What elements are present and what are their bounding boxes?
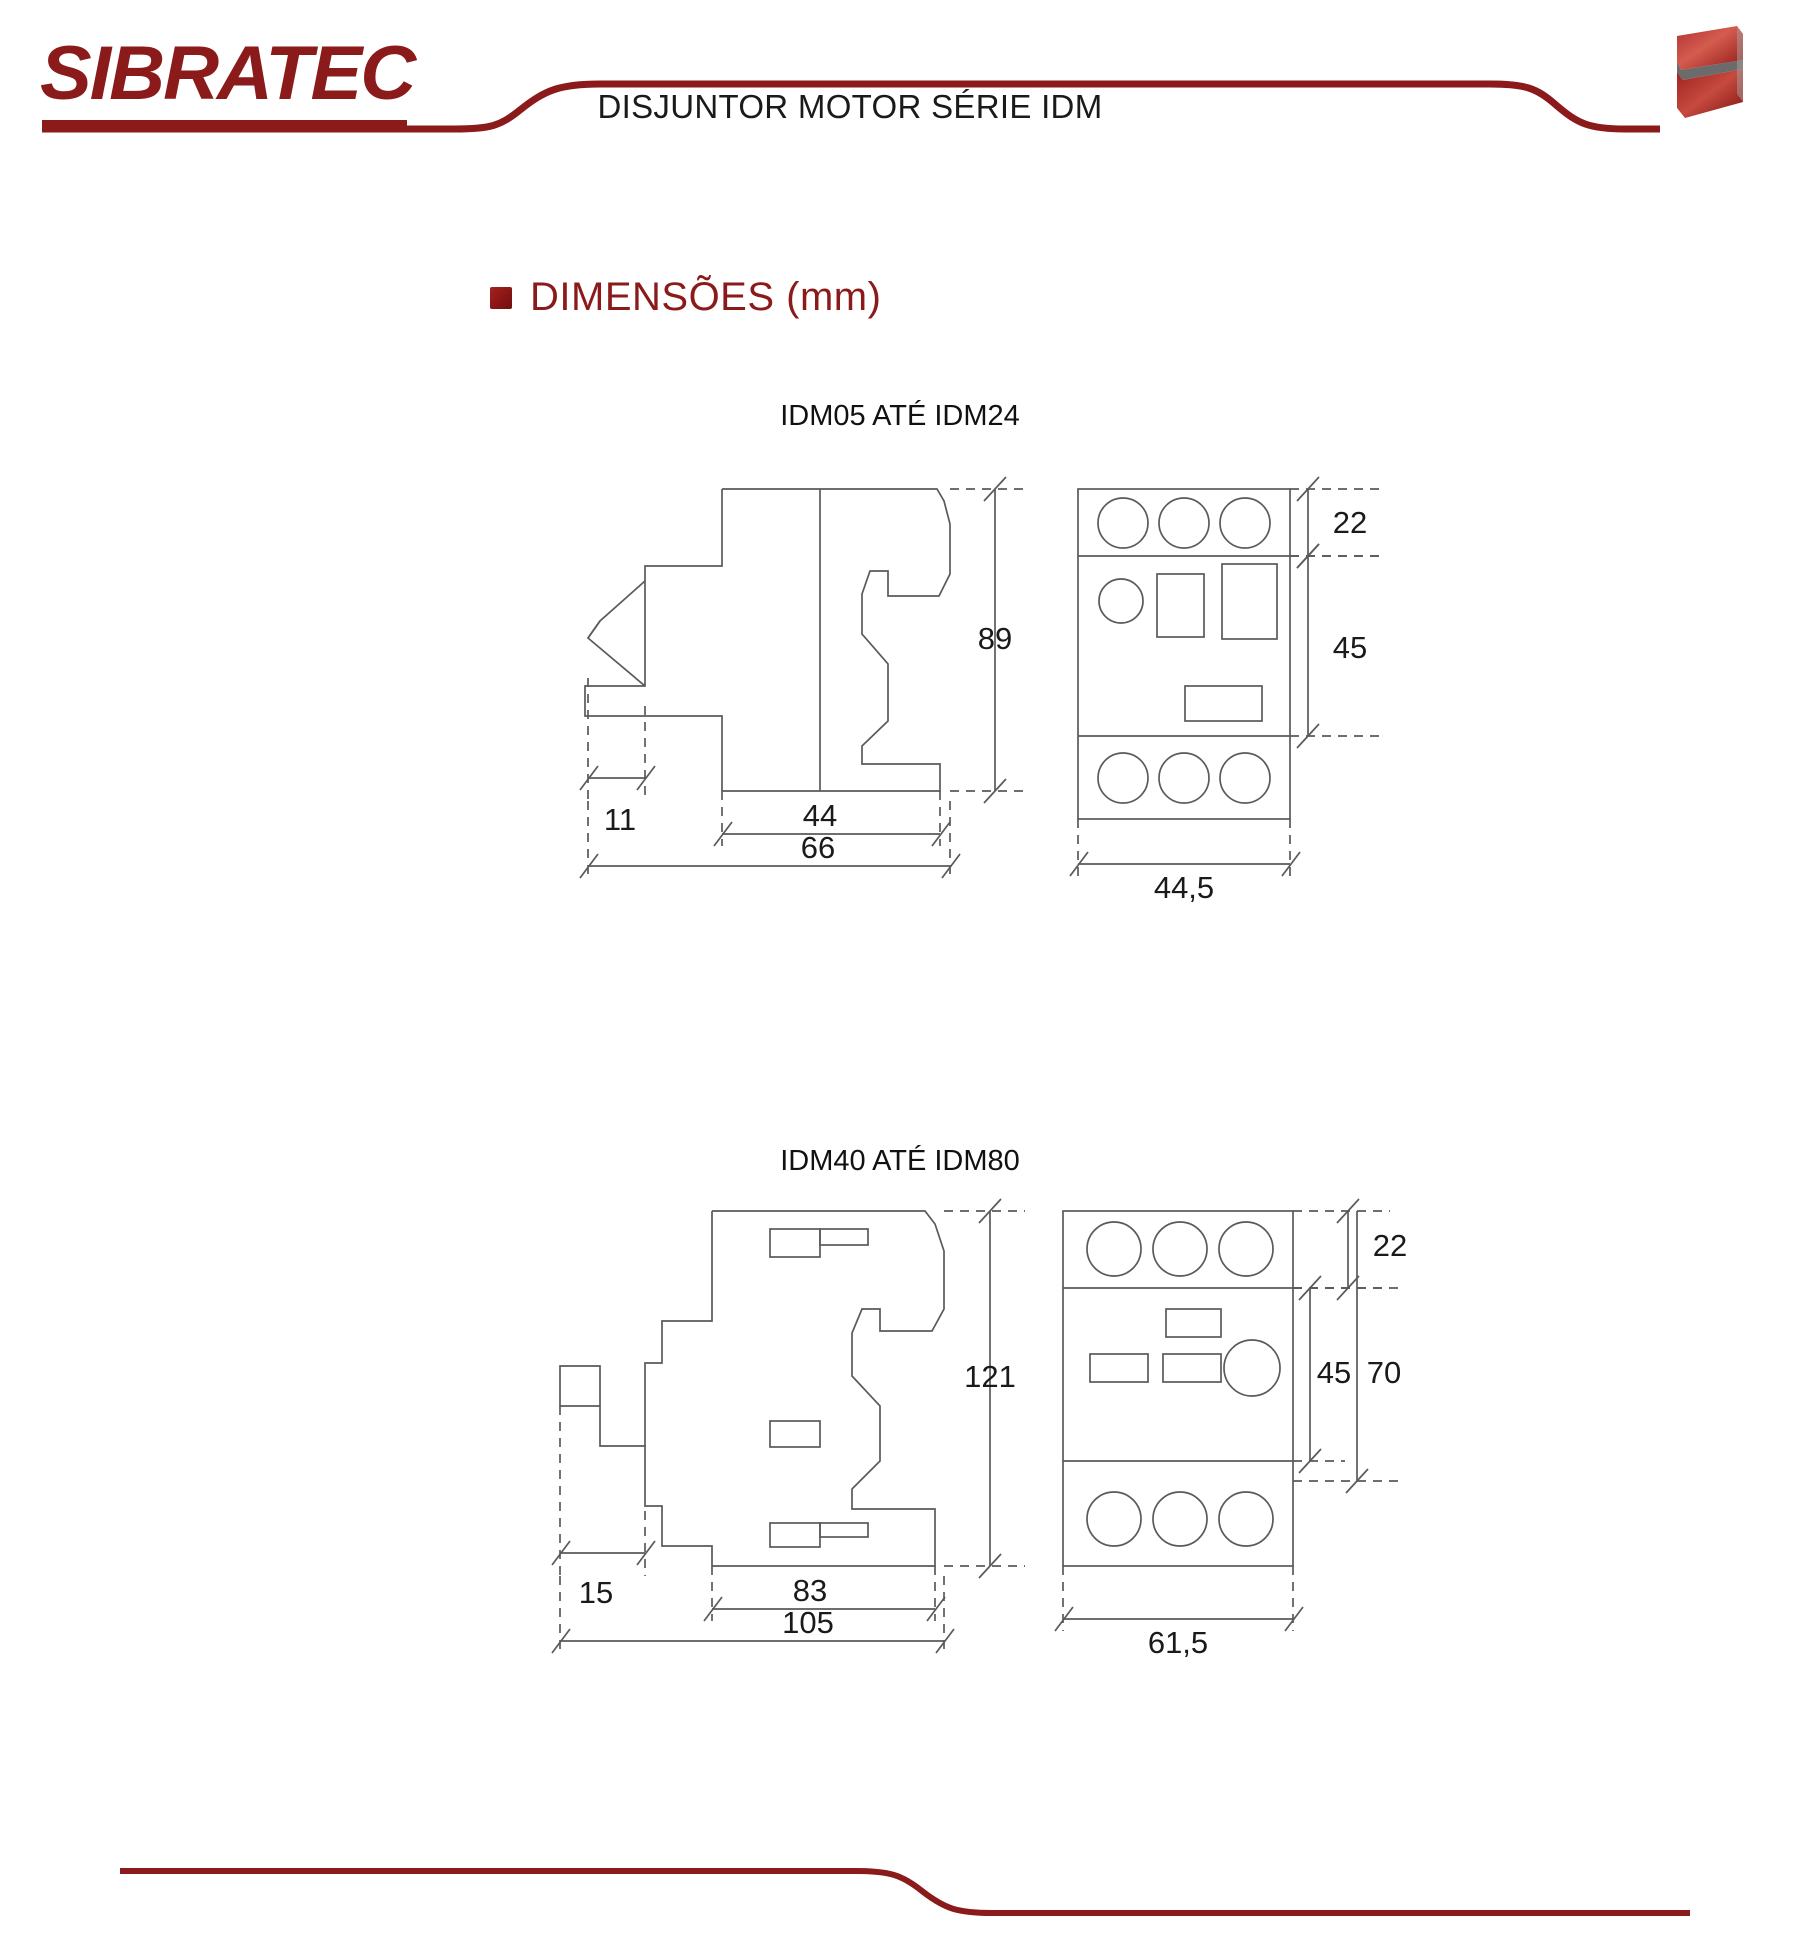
label-22-b: 22 — [1373, 1228, 1407, 1263]
group-2-dim-105 — [551, 1576, 955, 1654]
group-1-side-view-outline — [584, 488, 951, 792]
header-rule-curve — [42, 80, 1660, 133]
group-1-front-view-outline — [1077, 488, 1291, 820]
group-2-dim-615 — [1054, 1566, 1304, 1632]
label-70: 70 — [1367, 1355, 1401, 1390]
label-105: 105 — [782, 1605, 834, 1640]
group-2-title: IDM40 ATÉ IDM80 — [780, 1145, 1020, 1177]
label-22: 22 — [1333, 505, 1367, 540]
label-11: 11 — [604, 802, 636, 837]
page-header: SIBRATEC DISJUNTOR MOTOR SÉRIE IDM — [0, 0, 1800, 165]
group-1-dim-45 — [1290, 543, 1383, 749]
footer-rule-curve — [120, 1868, 1690, 1916]
label-61-5: 61,5 — [1148, 1625, 1208, 1660]
square-bullet-icon — [490, 286, 512, 309]
group-1-dim-445 — [1069, 819, 1301, 877]
group-1-dim-89 — [950, 476, 1030, 804]
group-2-drawings: 121 15 83 105 22 45 70 61,5 — [551, 1198, 1407, 1660]
section-heading: DIMENSÕES (mm) — [490, 275, 881, 320]
label-44: 44 — [803, 798, 837, 833]
brand-underline — [42, 120, 407, 129]
label-83: 83 — [793, 1573, 827, 1608]
label-44-5: 44,5 — [1154, 870, 1214, 905]
group-1-title: IDM05 ATÉ IDM24 — [780, 400, 1020, 432]
section-title: DIMENSÕES (mm) — [530, 275, 882, 319]
group-2-dim-15 — [551, 1406, 656, 1576]
label-45-b: 45 — [1317, 1355, 1351, 1390]
group-1-dim-44 — [713, 791, 951, 847]
group-1-drawings: 89 11 44 66 22 45 44,5 — [579, 476, 1383, 905]
group-2-side-view-outline — [559, 1210, 945, 1567]
group-2-dim-70 — [1293, 1211, 1400, 1494]
page-footer — [0, 1829, 1800, 1949]
label-121: 121 — [964, 1359, 1016, 1394]
label-89: 89 — [978, 621, 1012, 656]
label-45: 45 — [1333, 630, 1367, 665]
label-15: 15 — [579, 1575, 613, 1610]
group-2-dim-121 — [944, 1198, 1025, 1579]
label-66: 66 — [801, 830, 835, 865]
brand-logo-text: SIBRATEC — [40, 31, 416, 116]
group-2-dim-83 — [703, 1566, 946, 1622]
group-1-dim-66 — [579, 801, 961, 879]
sibratec-s-mark-icon — [1677, 26, 1743, 118]
page-title: DISJUNTOR MOTOR SÉRIE IDM — [597, 88, 1103, 125]
group-1-dim-11 — [579, 678, 656, 801]
group-2-front-view-outline — [1062, 1210, 1294, 1567]
